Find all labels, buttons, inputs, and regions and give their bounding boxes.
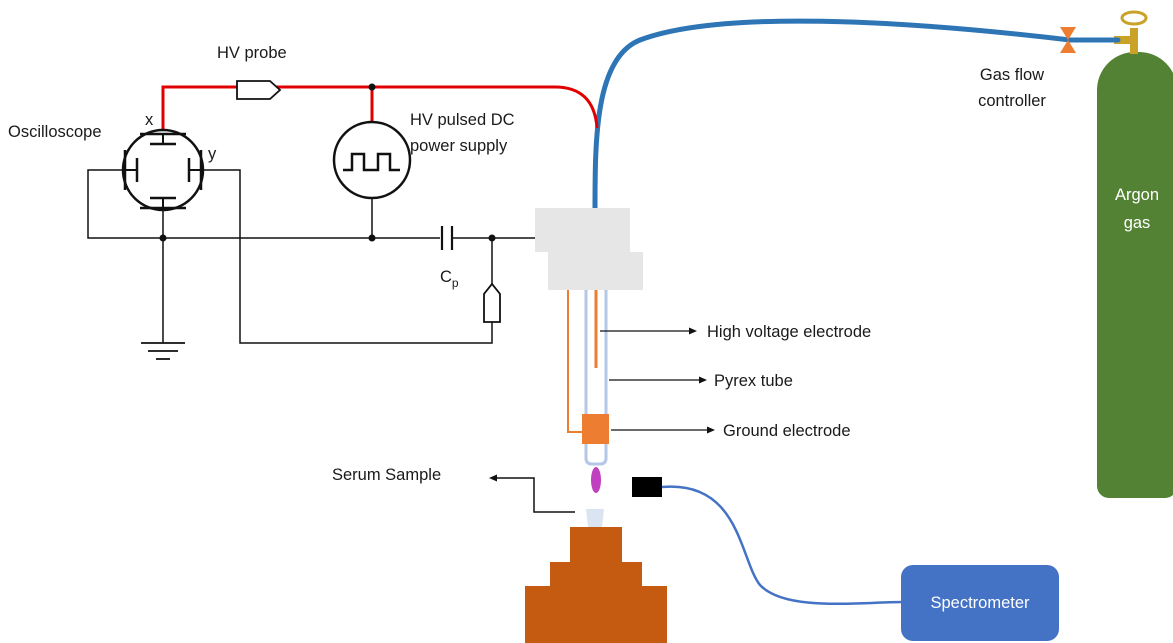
power-supply-label-line1: HV pulsed DC: [410, 111, 515, 129]
hv-electrode-arrow: [600, 327, 697, 335]
serum-sample-vial: [586, 509, 604, 527]
serum-sample-leader: [497, 477, 575, 513]
oscilloscope-symbol: [121, 128, 205, 212]
ground-electrode-arrow: [611, 426, 715, 434]
high-voltage-electrode-label: High voltage electrode: [707, 323, 871, 341]
hv-wire: [161, 85, 599, 132]
scope-ground-dot: [159, 234, 167, 242]
ground-symbol-icon: [141, 342, 185, 360]
hv-probe-icon: [236, 80, 282, 100]
gas-flow-valve: [1060, 27, 1076, 53]
pyrex-tube-arrow: [609, 376, 707, 384]
sample-stage: [525, 527, 667, 643]
argon-label-line2: gas: [1124, 214, 1151, 232]
ground-electrode-lead: [567, 290, 582, 433]
ground-electrode: [582, 414, 609, 444]
scope-y-channel-wire: [201, 169, 493, 344]
argon-cylinder: [1097, 52, 1173, 498]
pyrex-tube: [584, 290, 608, 466]
power-supply-label-line2: power supply: [410, 137, 508, 155]
power-supply-symbol: [332, 120, 412, 200]
x-terminal-label: x: [145, 111, 154, 129]
oscilloscope-label: Oscilloscope: [8, 123, 102, 141]
gas-hose: [592, 18, 1121, 213]
serum-sample-label: Serum Sample: [332, 466, 441, 484]
gas-flow-label-line2: controller: [978, 92, 1046, 110]
spectrometer-label: Spectrometer: [930, 594, 1030, 612]
optical-fiber-cable: [661, 485, 904, 606]
cylinder-regulator: [1114, 10, 1148, 54]
plasma-plume: [591, 467, 601, 493]
ground-electrode-label: Ground electrode: [723, 422, 851, 440]
fiber-probe-head: [632, 477, 662, 497]
argon-label-line1: Argon: [1115, 186, 1159, 204]
hv-junction-dot: [368, 83, 376, 91]
y-terminal-label: y: [208, 145, 217, 163]
gas-flow-label-line1: Gas flow: [980, 66, 1044, 84]
plasma-jet-head: [535, 208, 643, 290]
current-probe-icon: [483, 282, 501, 323]
pyrex-tube-label: Pyrex tube: [714, 372, 793, 390]
capacitor-label: Cp: [440, 268, 459, 290]
scope-left-loop-wire: [87, 169, 163, 239]
supply-ground-dot: [368, 234, 376, 242]
hv-probe-label: HV probe: [217, 44, 287, 62]
serum-sample-arrowhead: [489, 474, 497, 482]
spectrometer-box: [901, 565, 1059, 641]
capacitor-symbol: [440, 226, 454, 250]
